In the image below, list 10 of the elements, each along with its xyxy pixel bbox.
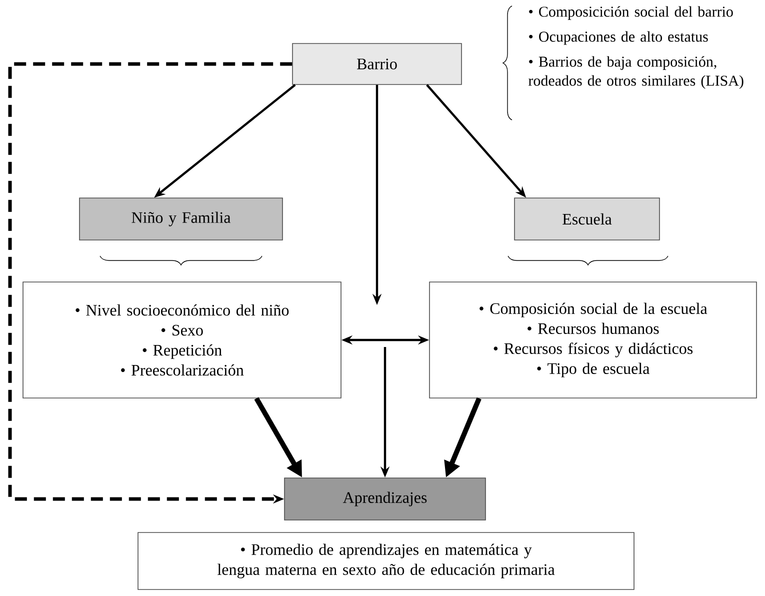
factor-list-box: • Composición social de la escuela • Recursos humanos • Recursos físicos y didácticos • Tipo de escuela bbox=[429, 282, 757, 398]
outcome-box: Aprendizajes bbox=[284, 478, 486, 520]
level-box: Escuela bbox=[514, 198, 660, 240]
level-box: Niño y Familia bbox=[79, 198, 283, 240]
list-item: • Composicición social del barrio bbox=[529, 6, 733, 20]
list-item: • Barrios de baja composición, rodeados de otros similares (LISA) bbox=[528, 56, 744, 89]
level-box: Barrio bbox=[292, 43, 462, 85]
list-item: • Ocupaciones de alto estatus bbox=[529, 31, 708, 45]
factor-list-box: • Nivel socioeconómico del niño • Sexo • Repetición • Preescolarización bbox=[22, 282, 342, 398]
outcome-description-box: • Promedio de aprendizajes en matemática y lengua materna en sexto año de educación primaria bbox=[138, 532, 634, 590]
